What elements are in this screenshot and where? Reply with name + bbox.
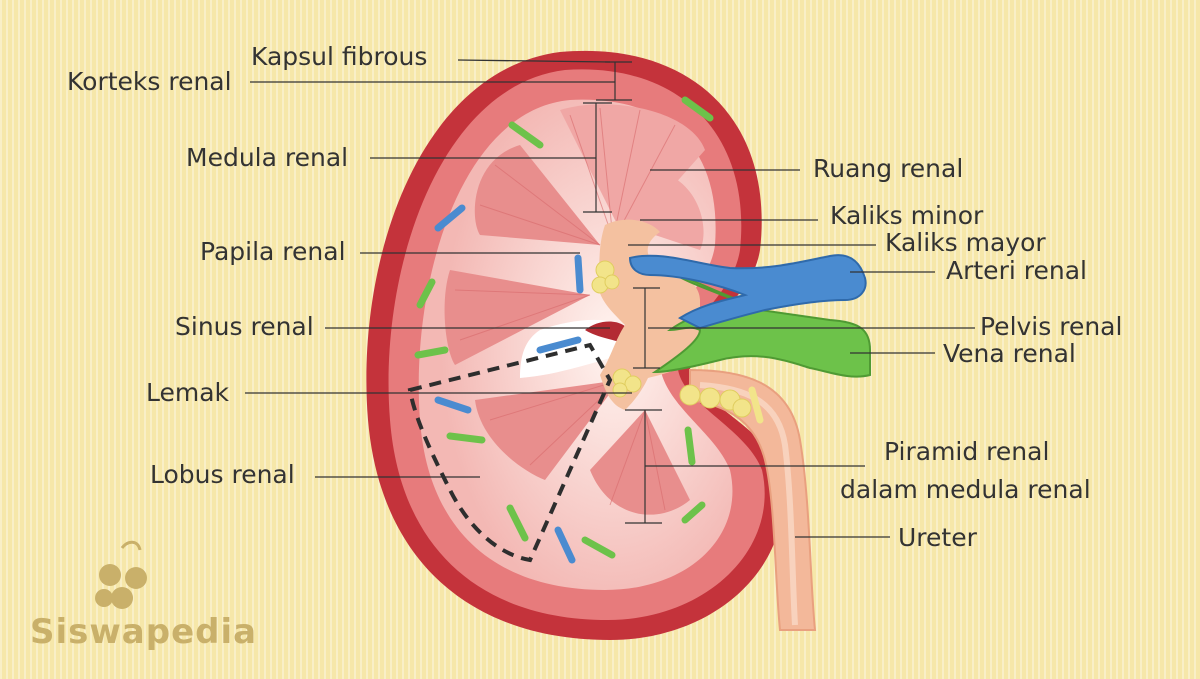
label-vena-renal: Vena renal xyxy=(943,339,1076,368)
label-kaliks-minor: Kaliks minor xyxy=(830,201,984,230)
lobus-outline xyxy=(407,342,613,563)
label-lobus-renal: Lobus renal xyxy=(150,460,295,489)
pyramid-bottom-left xyxy=(475,380,620,480)
siswapedia-logo-icon xyxy=(95,540,147,609)
label-pelvis-renal: Pelvis renal xyxy=(980,312,1123,341)
ureter-highlight xyxy=(699,382,798,626)
pyramid-top-left xyxy=(474,145,600,245)
label-ureter: Ureter xyxy=(898,523,977,552)
cortex-vessels xyxy=(414,96,764,564)
logo-text: Siswapedia xyxy=(30,612,258,652)
label-lemak: Lemak xyxy=(146,378,230,407)
renal-fat xyxy=(591,260,752,418)
label-piramid-renal: Piramid renal xyxy=(884,437,1050,466)
label-kapsul-fibrous: Kapsul fibrous xyxy=(251,42,428,71)
leader-kapsul xyxy=(457,59,611,63)
label-arteri-renal: Arteri renal xyxy=(946,256,1087,285)
label-ruang-renal: Ruang renal xyxy=(813,154,964,183)
leader-lines xyxy=(245,59,975,538)
renal-artery xyxy=(628,254,867,330)
label-piramid-renal-line2: dalam medula renal xyxy=(840,475,1091,504)
label-korteks-renal: Korteks renal xyxy=(67,67,232,96)
label-papila-renal: Papila renal xyxy=(200,237,346,266)
label-medula-renal: Medula renal xyxy=(186,143,349,172)
label-kaliks-mayor: Kaliks mayor xyxy=(885,228,1046,257)
pyramid-bottom xyxy=(590,410,690,515)
label-sinus-renal: Sinus renal xyxy=(175,312,314,341)
